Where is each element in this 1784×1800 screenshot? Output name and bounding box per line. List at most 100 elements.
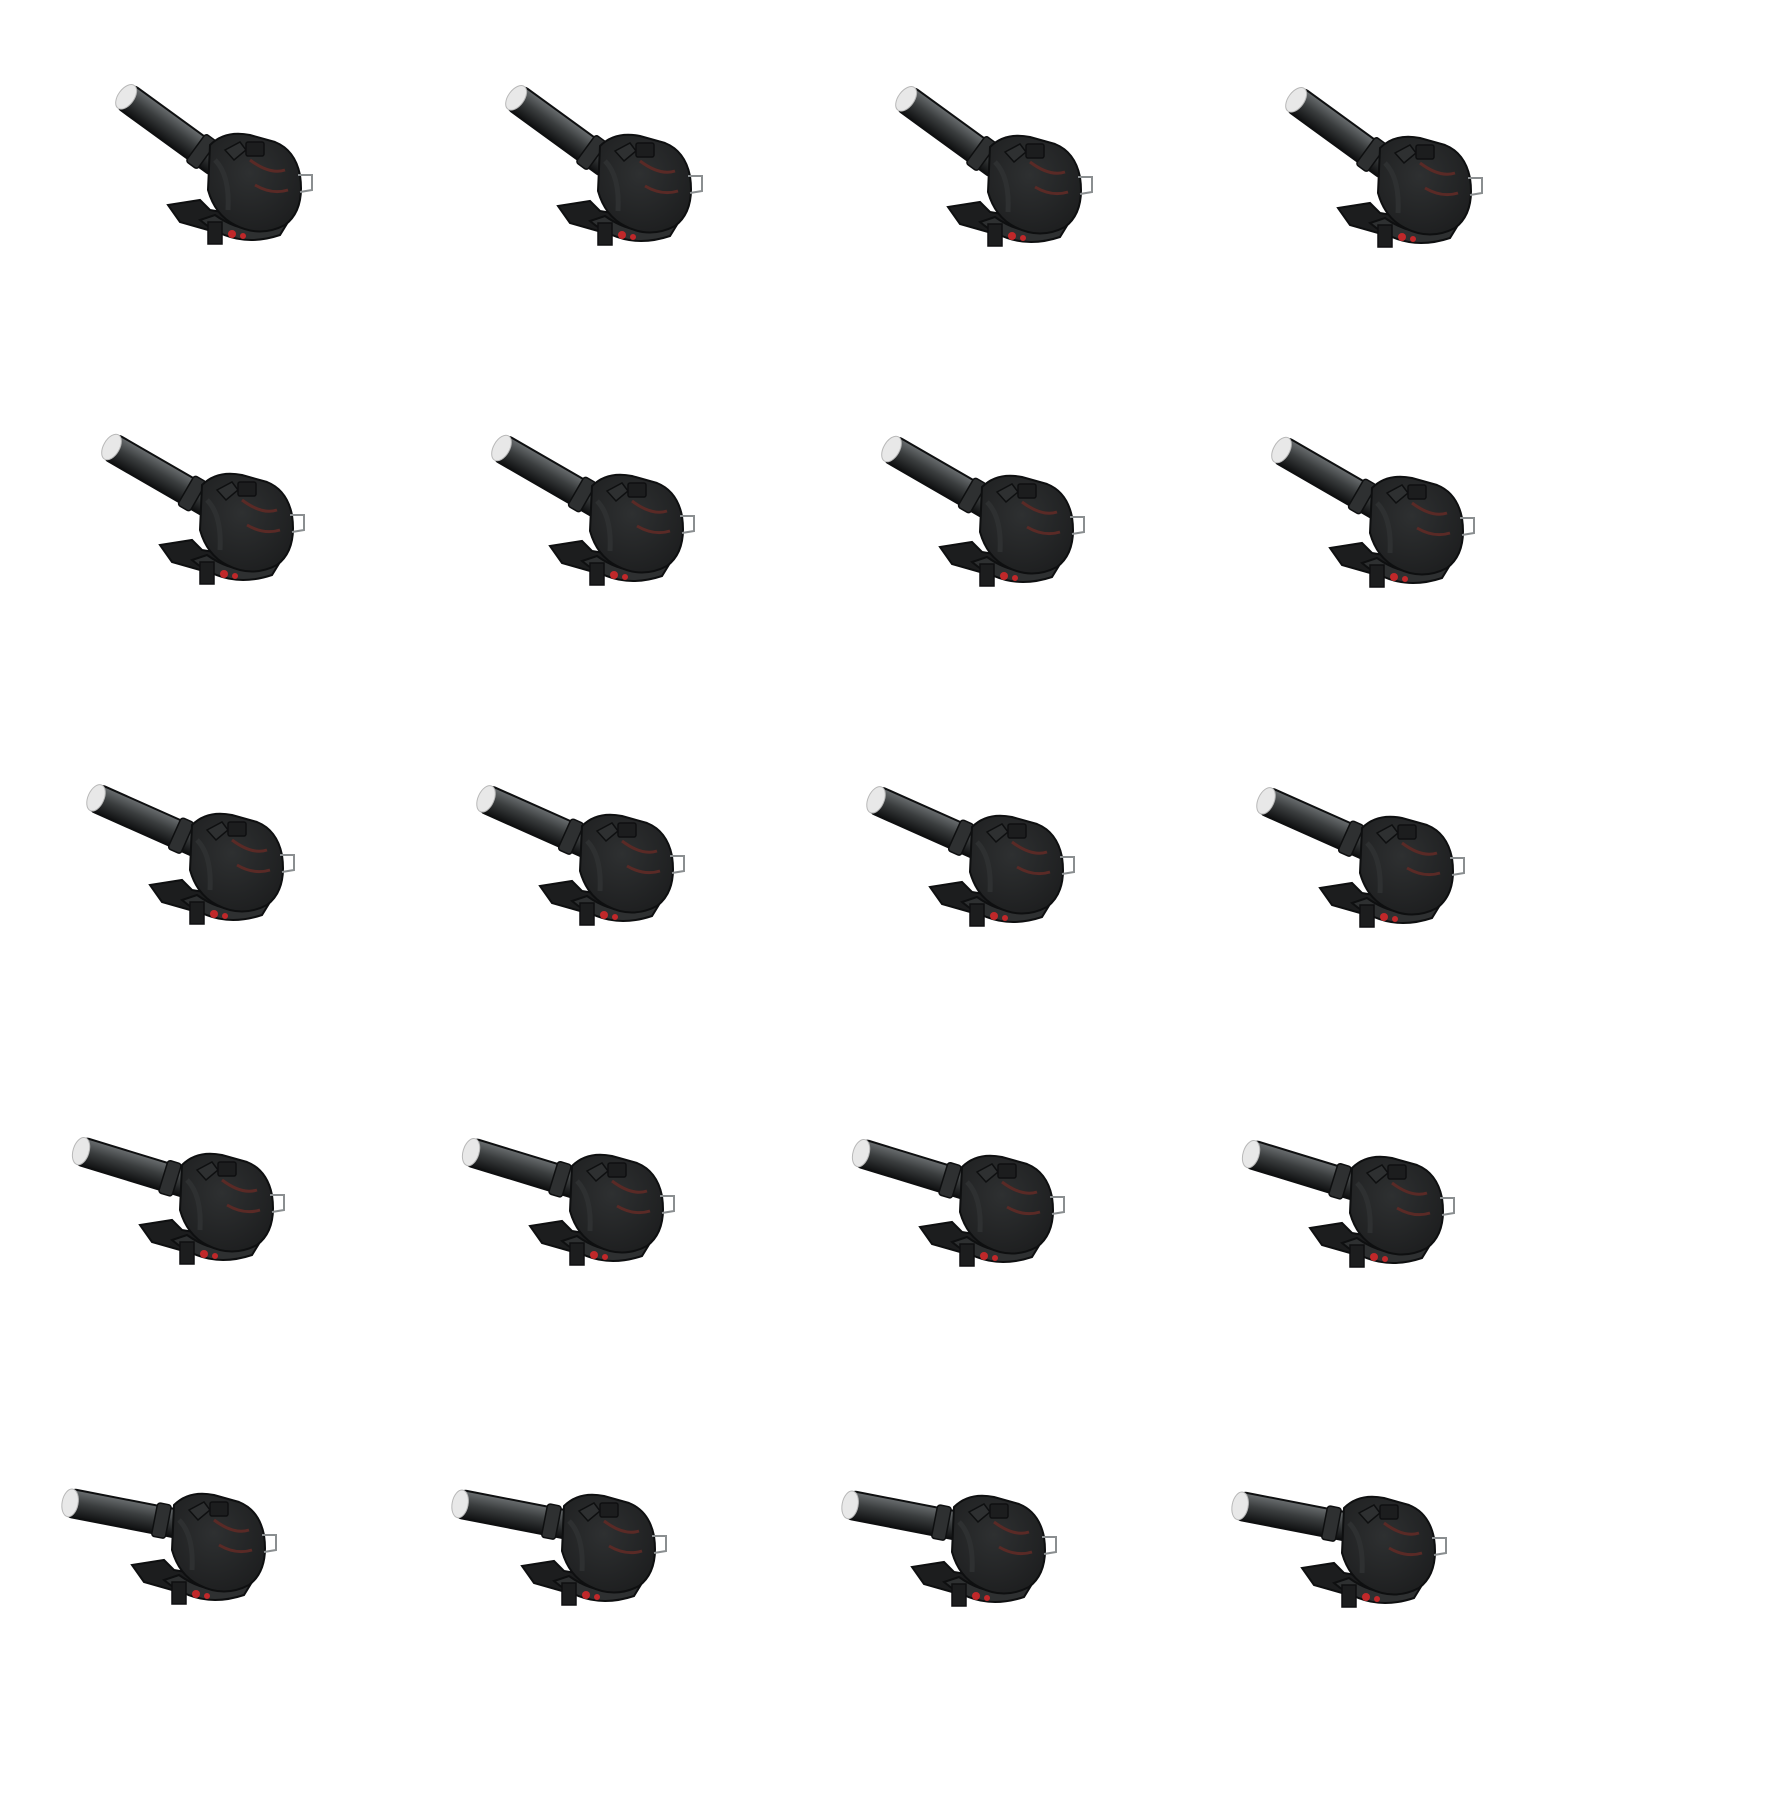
warning-light-icon [1008,232,1016,240]
warning-light-icon [1020,235,1026,241]
warning-light-icon [232,573,238,579]
side-strap [1365,841,1383,894]
top-cap [227,821,247,837]
barrel-collar [567,476,597,513]
sprite-frame [14,1410,314,1670]
coil-detail [611,1179,651,1215]
base-pillar [1349,1244,1365,1268]
cannon-barrel [1271,436,1388,519]
cannon-turret-icon [1271,436,1475,588]
turret-housing [578,813,674,914]
cannon-turret-icon [461,1137,675,1266]
base-pillar [1377,224,1393,248]
sprite-frame [822,392,1122,652]
warning-light-icon [984,1595,990,1601]
warning-light-icon [582,1591,590,1599]
barrel-collar [151,1502,172,1539]
rear-handle [688,175,703,194]
top-cap [635,142,655,158]
muzzle-cap [1231,1491,1249,1521]
warning-light-icon [602,1254,608,1260]
cannon-turret-icon [491,434,695,586]
turret-body [596,133,703,234]
barrel-collar [541,1503,562,1540]
warning-light-icon [212,1253,218,1259]
rear-handle [1042,1536,1057,1555]
side-strap [195,838,213,891]
coil-detail [621,839,661,875]
cannon-turret-icon [71,1136,285,1265]
warning-light-icon [1390,573,1398,581]
turret-body [568,1153,675,1254]
warning-light-icon [1402,576,1408,582]
base-pillar [1369,564,1385,588]
side-strap [1355,1181,1373,1234]
coil-detail [1029,160,1069,196]
barrel-collar [1356,137,1387,172]
side-strap [603,159,621,212]
turret-housing [206,132,302,233]
top-cap [607,1162,627,1178]
base-pillar [189,901,205,925]
sprite-frame [830,52,1130,312]
coil-detail [1411,501,1451,537]
turret-body [206,132,313,233]
warning-light-icon [612,914,618,920]
side-strap [1383,161,1401,214]
base-pillar [579,902,595,926]
warning-light-icon [1374,1596,1380,1602]
muzzle-cap [851,1138,871,1168]
base-pillar [979,563,995,587]
base-pillar [589,562,605,586]
coil-detail [639,159,679,195]
turret-housing [1348,1155,1444,1256]
turret-body [1368,475,1475,576]
side-strap [185,1178,203,1231]
turret-body [188,812,295,913]
cannon-barrel [1231,1491,1357,1542]
rear-handle [298,174,313,193]
cannon-barrel [61,1488,187,1539]
cannon-barrel [86,784,207,857]
coil-detail [241,498,281,534]
sprite-frame [1184,1413,1484,1673]
sprite-frame [794,1412,1094,1672]
muzzle-cap [451,1489,469,1519]
cannon-turret-icon [1231,1491,1447,1608]
coil-detail [1401,841,1441,877]
base-pillar [171,1581,187,1605]
cannon-barrel [851,1138,976,1200]
rear-handle [1432,1537,1447,1556]
top-cap [237,481,257,497]
warning-light-icon [600,911,608,919]
turret-housing [1340,1495,1436,1596]
barrel-collar [548,1160,572,1198]
warning-light-icon [1380,913,1388,921]
turret-body [986,134,1093,235]
side-strap [1375,501,1393,554]
coil-detail [993,1520,1033,1556]
warning-light-icon [980,1252,988,1260]
barrel-collar [1321,1505,1342,1542]
cannon-barrel [866,786,987,859]
muzzle-cap [86,784,106,812]
turret-body [1376,135,1483,236]
sprite-frame [432,391,732,651]
turret-body [578,813,685,914]
turret-body [950,1494,1057,1595]
top-cap [1379,1504,1399,1520]
coil-detail [1383,1521,1423,1557]
cannon-turret-icon [881,435,1085,587]
turret-body [1348,1155,1455,1256]
warning-light-icon [210,910,218,918]
turret-body [968,814,1075,915]
warning-light-icon [622,574,628,580]
side-strap [595,499,613,552]
turret-base [138,1218,263,1265]
turret-base [946,200,1071,247]
warning-light-icon [1012,575,1018,581]
side-strap [213,158,231,211]
muzzle-cap [505,85,528,111]
turret-housing [958,1154,1054,1255]
coil-detail [231,838,271,874]
